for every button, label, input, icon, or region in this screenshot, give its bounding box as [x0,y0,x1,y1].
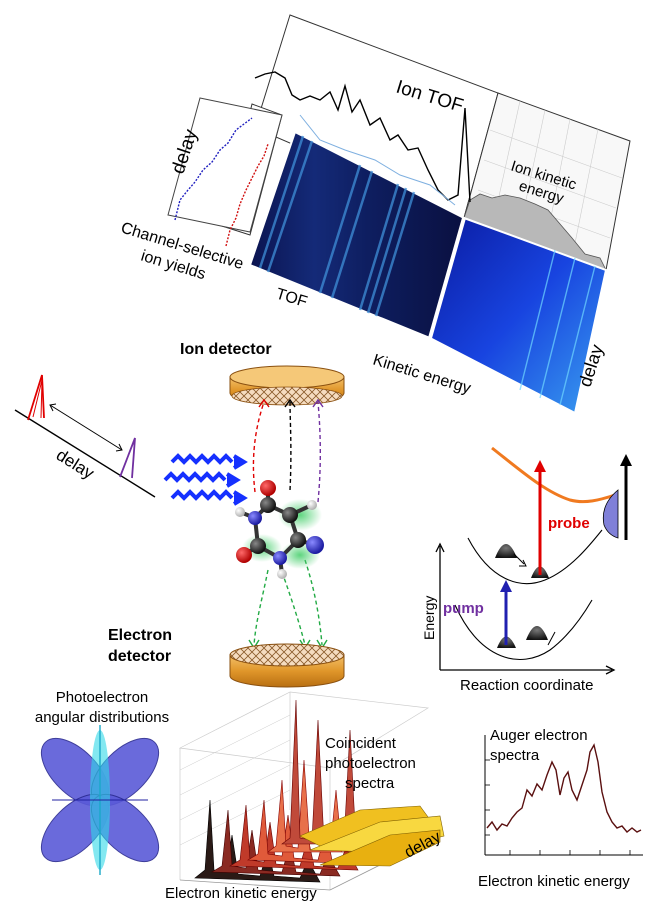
label-energy-axis: Energy [421,596,437,640]
label-electron-detector-2: detector [108,648,171,665]
molecule [235,480,324,579]
ion-path-purple [317,401,321,503]
label-tof: TOF [274,286,310,312]
auger-plot [484,735,643,856]
ion-path-red [252,401,265,493]
yield-blue [174,117,253,221]
label-auger-xlabel: Electron kinetic energy [478,873,630,890]
label-delay-pulses: delay [53,445,98,483]
ion-tof-trace [254,71,471,203]
pulse-pair [14,374,156,498]
channel-yield-box [167,97,283,233]
energy-diagram [435,446,632,675]
probe-gaussian [602,489,619,539]
label-pump: pump [443,600,484,617]
label-coinc-3: spectra [345,775,395,792]
auger-spectrum-trace [486,743,642,833]
label-coinc-2: photoelectron [325,755,416,772]
angular-distribution [40,725,160,875]
label-ion-detector: Ion detector [180,341,272,358]
electron-path-3 [304,559,323,646]
photon-waves [163,453,248,506]
top-data-panel [167,14,631,415]
coincident-spectra [178,691,445,891]
label-pad-1: Photoelectron [56,689,149,706]
ion-detector [229,365,345,406]
electron-detector [229,643,345,688]
label-electron-detector-1: Electron [108,627,172,644]
label-kinetic-energy: Kinetic energy [371,352,473,398]
label-pad-2: angular distributions [35,709,169,726]
label-reaction-coordinate: Reaction coordinate [460,677,593,694]
yield-red [225,143,269,247]
ion-path-black [289,401,292,491]
label-coinc-xlabel: Electron kinetic energy [165,885,317,901]
label-coinc-1: Coincident [325,735,397,752]
label-probe: probe [548,515,590,532]
label-auger-2: spectra [490,747,540,764]
electron-path-2 [281,571,306,646]
label-auger-1: Auger electron [490,727,588,744]
electron-path-1 [253,569,269,646]
ion-ke-histogram [463,193,607,271]
